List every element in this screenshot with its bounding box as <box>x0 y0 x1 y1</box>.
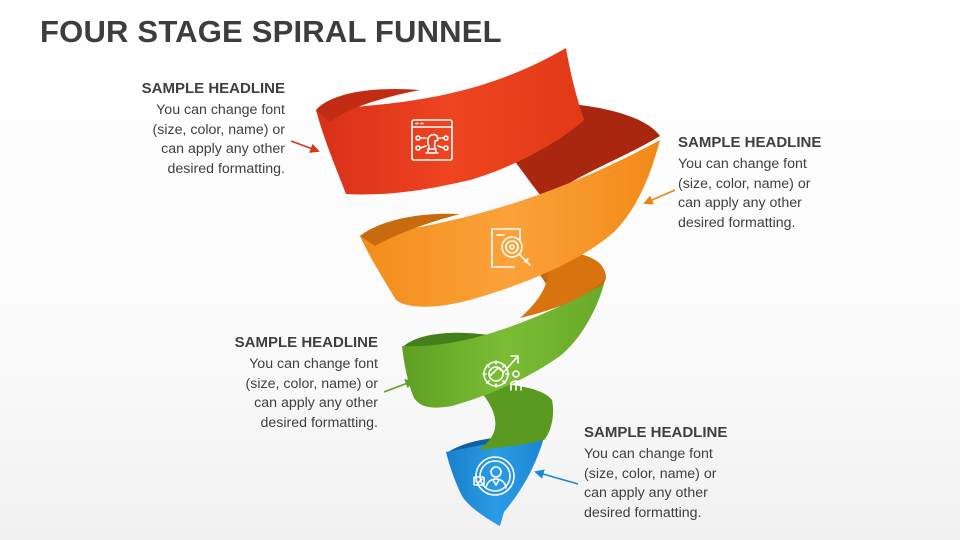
stage-1-pointer-arrow <box>290 140 320 153</box>
stage-2-pointer-arrow <box>643 189 676 205</box>
customer-profile-icon <box>473 456 515 496</box>
stage-3-pointer-arrow <box>383 379 415 393</box>
stage-2-text-block: SAMPLE HEADLINE You can change font (siz… <box>678 134 928 233</box>
green-band-twist <box>470 380 554 450</box>
stage-1-body: You can change font (size, color, name) … <box>152 102 285 177</box>
stage-2-headline: SAMPLE HEADLINE <box>678 134 822 151</box>
target-search-icon <box>491 228 531 268</box>
orange-band-top-edge <box>360 213 460 246</box>
stage-3-text-block: SAMPLE HEADLINE You can change font (siz… <box>128 334 378 433</box>
orange-band <box>360 140 660 307</box>
blue-band <box>446 430 546 526</box>
red-band-top-edge <box>316 88 420 122</box>
stage-1-headline: SAMPLE HEADLINE <box>141 80 285 97</box>
red-band <box>316 48 584 195</box>
green-band <box>402 284 604 408</box>
stage-2-body: You can change font (size, color, name) … <box>678 156 811 231</box>
stage-1-text-block: SAMPLE HEADLINE You can change font (siz… <box>35 80 285 179</box>
page-title: FOUR STAGE SPIRAL FUNNEL <box>40 14 502 49</box>
stage-4-pointer-arrow <box>534 469 579 485</box>
stage-4-headline: SAMPLE HEADLINE <box>584 424 728 441</box>
stage-3-body: You can change font (size, color, name) … <box>245 356 378 431</box>
stage-3-headline: SAMPLE HEADLINE <box>234 334 378 351</box>
gear-growth-icon <box>482 355 522 391</box>
orange-band-twist <box>520 251 606 318</box>
stage-4-body: You can change font (size, color, name) … <box>584 446 717 521</box>
stage-4-text-block: SAMPLE HEADLINE You can change font (siz… <box>584 424 834 523</box>
chess-strategy-icon <box>411 119 453 161</box>
